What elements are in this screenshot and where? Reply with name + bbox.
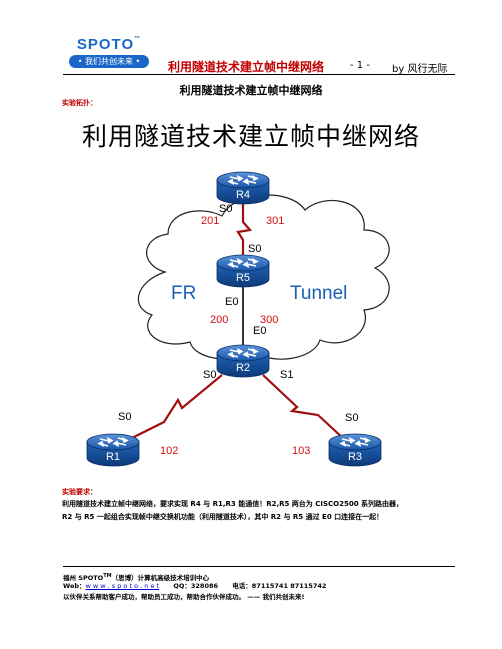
footer-web-label: Web： (63, 582, 86, 590)
router-r5: R5 (216, 254, 270, 288)
router-r4-label: R4 (236, 189, 250, 201)
page-number: - 1 - (350, 60, 370, 71)
spoto-logo: SPOTO™ • 我们共创未来 • (63, 36, 155, 74)
footer-tm: TM (103, 573, 112, 579)
topology-diagram: R4 R5 R2 R1 R3 FR Tunnel S0 S0 E0 E0 S0 … (86, 171, 390, 467)
dlci-r2-r3: 103 (292, 445, 310, 457)
router-r1: R1 (86, 433, 140, 467)
router-r2: R2 (216, 344, 270, 378)
dlci-r4-left: 201 (201, 215, 219, 227)
footer-phone: 电话：87115741 87115742 (232, 582, 327, 590)
serial-link-r4-r5 (236, 200, 253, 258)
cloud-text-tunnel: Tunnel (290, 283, 347, 304)
header-title: 利用隧道技术建立帧中继网络 (168, 60, 325, 74)
label-r5-e0: E0 (225, 296, 238, 308)
dlci-r5-right: 300 (260, 314, 278, 326)
footer-qq: QQ：328086 (173, 582, 219, 590)
label-r2-e0: E0 (253, 325, 266, 337)
logo-text: SPOTO (76, 36, 135, 53)
header-divider (63, 74, 455, 75)
footer-line-2: Web：w w w . s p o t o . n e t QQ：328086 … (63, 582, 326, 591)
footer-web-link[interactable]: w w w . s p o t o . n e t (85, 582, 160, 590)
label-r5-s0: S0 (248, 243, 261, 255)
footer-slogan: 以伙伴关系帮助客户成功，帮助员工成功，帮助合作伙伴成功。 —— 我们共创未来! (63, 593, 305, 601)
logo-tm: ™ (134, 36, 142, 42)
router-r5-label: R5 (236, 272, 250, 284)
dlci-r2-r1: 102 (160, 445, 178, 457)
dlci-r4-right: 301 (266, 215, 284, 227)
topology-section-label: 实验拓扑： (62, 99, 97, 107)
footer-line-1: 福州 SPOTOTM（思博）计算机高级技术培训中心 (63, 572, 209, 583)
requirements-section-label: 实验要求： (62, 488, 97, 496)
router-r3-label: R3 (348, 451, 362, 463)
document-title: 利用隧道技术建立帧中继网络 (179, 84, 323, 97)
label-r2-s1: S1 (280, 369, 293, 381)
serial-link-r2-r1 (127, 374, 223, 441)
logo-slogan: • 我们共创未来 • (69, 55, 149, 68)
footer-company-prefix: 福州 SPOTO (63, 574, 104, 583)
footer-divider (63, 566, 455, 567)
requirements-line-1: 利用隧道技术建立帧中继网络，要求实现 R4 与 R1,R3 能通信！R2,R5 … (62, 500, 404, 508)
router-r4: R4 (216, 171, 270, 205)
cloud-text-fr: FR (171, 283, 196, 304)
label-r2-s0: S0 (203, 369, 216, 381)
dlci-r5-left: 200 (210, 314, 228, 326)
router-r1-label: R1 (106, 451, 120, 463)
author: by 风行无际 (392, 64, 448, 75)
label-r1-s0: S0 (118, 411, 131, 423)
router-r2-label: R2 (236, 362, 250, 374)
footer-company-rest: （思博）计算机高级技术培训中心 (111, 574, 210, 583)
requirements-line-2: R2 与 R5 一起组合实现帧中继交换机功能（利用隧道技术），其中 R2 与 R… (62, 513, 384, 521)
router-r3: R3 (328, 433, 382, 467)
diagram-title: 利用隧道技术建立帧中继网络 (81, 122, 420, 151)
label-r3-s0: S0 (345, 412, 358, 424)
serial-link-r2-r3 (262, 374, 346, 441)
label-r4-s0: S0 (219, 203, 232, 215)
